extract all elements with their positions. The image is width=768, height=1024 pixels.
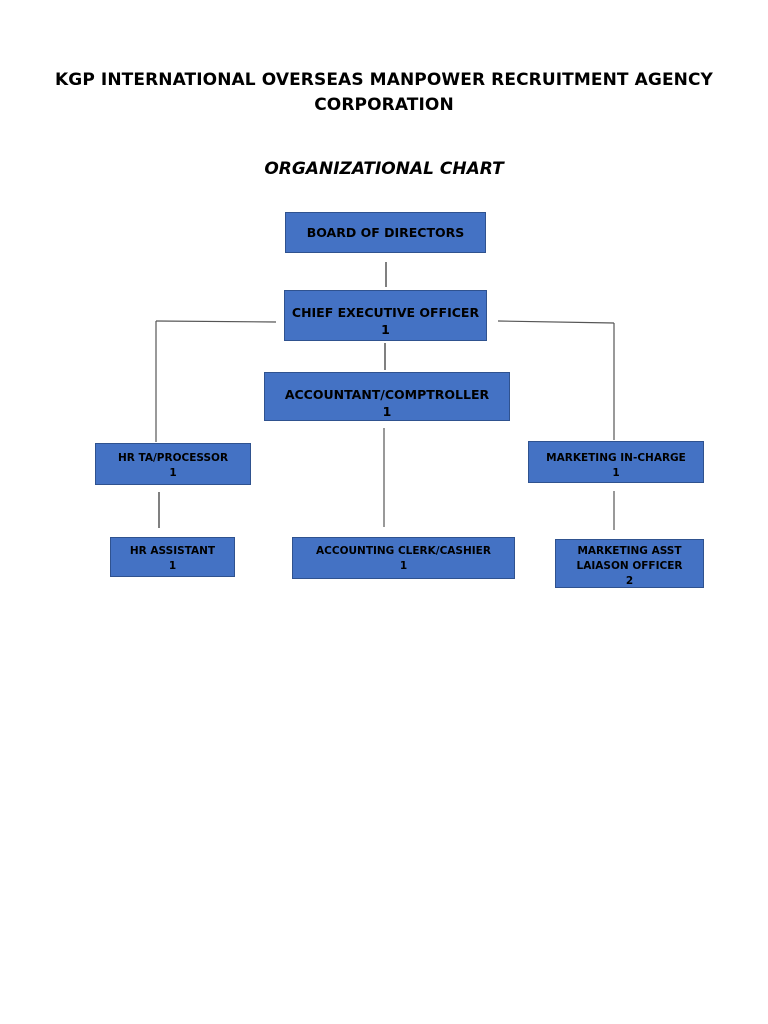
hr-assistant-label: HR ASSISTANT [129, 545, 216, 557]
hr-ta-label: HR TA/PROCESSOR [117, 452, 229, 464]
ceo-count: 1 [381, 322, 390, 337]
connector-ceo-hr-horizontal [155, 320, 277, 323]
marketing-asst-label-line-2: LAIASON OFFICER [576, 560, 683, 572]
hr-assistant-box: HR ASSISTANT 1 [110, 537, 235, 577]
accounting-clerk-cashier-box: ACCOUNTING CLERK/CASHIER 1 [292, 537, 515, 579]
board-of-directors-box: BOARD OF DIRECTORS [285, 212, 486, 253]
board-of-directors-label: BOARD OF DIRECTORS [306, 225, 465, 240]
accounting-clerk-label: ACCOUNTING CLERK/CASHIER [316, 545, 491, 557]
marketing-label: MARKETING IN-CHARGE [546, 452, 686, 464]
chart-subtitle: ORGANIZATIONAL CHART [264, 159, 504, 179]
accountant-label: ACCOUNTANT/COMPTROLLER [284, 387, 490, 402]
marketing-asst-label-line-1: MARKETING ASST [577, 545, 682, 557]
hr-ta-processor-box: HR TA/PROCESSOR 1 [95, 443, 251, 485]
ceo-label: CHIEF EXECUTIVE OFFICER [291, 305, 480, 320]
chief-executive-officer-box: CHIEF EXECUTIVE OFFICER 1 [284, 290, 487, 341]
accountant-count: 1 [382, 404, 392, 419]
marketing-asst-count: 2 [625, 575, 634, 587]
marketing-asst-liaison-officer-box: MARKETING ASST LAIASON OFFICER 2 [555, 539, 704, 588]
connector-ceo-marketing-horizontal [497, 320, 615, 324]
accounting-clerk-count: 1 [399, 560, 408, 572]
document-title-line-2: CORPORATION [314, 95, 454, 115]
hr-assistant-count: 1 [168, 560, 177, 572]
document-title-line-1: KGP INTERNATIONAL OVERSEAS MANPOWER RECR… [55, 70, 713, 90]
hr-ta-count: 1 [169, 467, 177, 479]
marketing-in-charge-box: MARKETING IN-CHARGE 1 [528, 441, 704, 483]
accountant-comptroller-box: ACCOUNTANT/COMPTROLLER 1 [264, 372, 510, 421]
marketing-count: 1 [612, 467, 620, 479]
